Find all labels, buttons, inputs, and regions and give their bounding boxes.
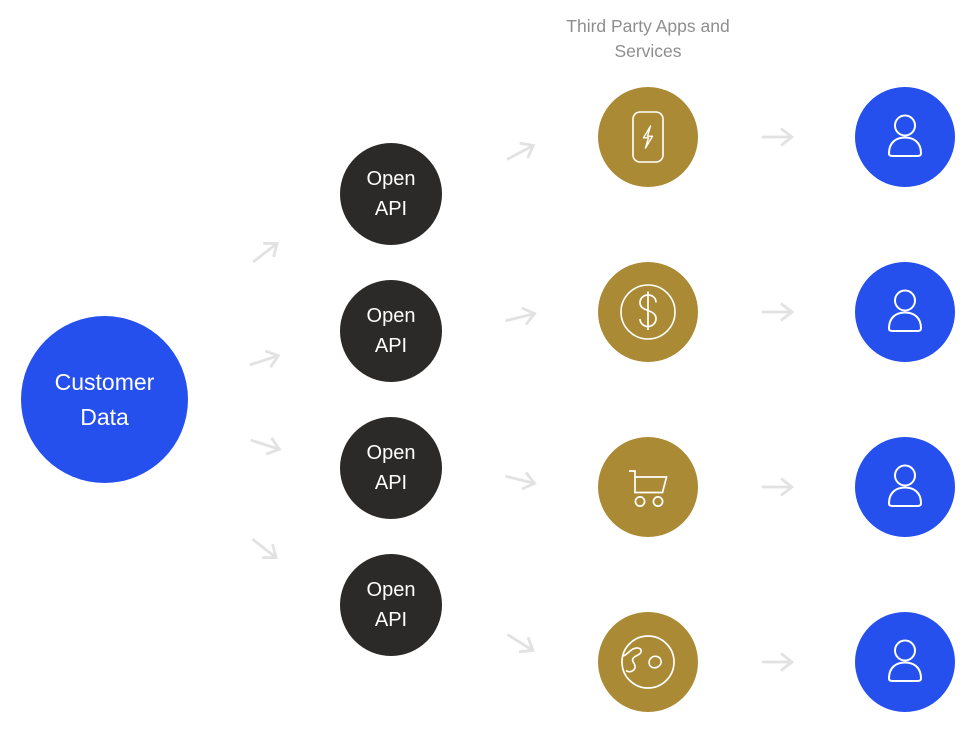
arrow-source-to-api-3-icon <box>250 437 282 456</box>
open-api-node-3: Open API <box>340 417 442 519</box>
arrow-api-to-app-3-icon <box>505 471 537 491</box>
arrow-app-to-user-3-icon <box>762 477 795 497</box>
arrow-source-to-api-1-icon <box>252 241 279 263</box>
arrow-app-to-user-1-icon <box>762 127 795 147</box>
open-api-node-2: Open API <box>340 280 442 382</box>
dollar-circle-icon <box>620 284 676 340</box>
user-node-4 <box>855 612 955 712</box>
user-node-1 <box>855 87 955 187</box>
globe-icon <box>621 635 675 689</box>
mobile-app-node <box>598 87 698 187</box>
phone-charging-icon <box>632 111 664 163</box>
person-icon <box>888 639 922 682</box>
payments-app-node <box>598 262 698 362</box>
arrow-api-to-app-2-icon <box>505 306 537 326</box>
customer-data-node: Customer Data <box>21 316 188 483</box>
web-app-node <box>598 612 698 712</box>
arrow-source-to-api-2-icon <box>249 349 281 368</box>
shopping-app-node <box>598 437 698 537</box>
third-party-apps-header: Third Party Apps and Services <box>566 16 730 62</box>
customer-data-label: Customer Data <box>54 368 155 430</box>
arrow-api-to-app-1-icon <box>506 141 536 161</box>
open-api-label: Open API <box>366 442 416 494</box>
user-node-2 <box>855 262 955 362</box>
person-icon <box>888 114 922 157</box>
arrow-source-to-api-4-icon <box>251 538 278 560</box>
person-icon <box>888 464 922 507</box>
arrow-app-to-user-4-icon <box>762 652 795 672</box>
person-icon <box>888 289 922 332</box>
open-api-label: Open API <box>366 305 416 357</box>
shopping-cart-icon <box>629 470 668 507</box>
open-api-node-4: Open API <box>340 554 442 656</box>
arrow-api-to-app-4-icon <box>506 633 535 654</box>
user-node-3 <box>855 437 955 537</box>
open-api-label: Open API <box>366 168 416 220</box>
open-api-label: Open API <box>366 579 416 631</box>
arrow-app-to-user-2-icon <box>762 302 795 322</box>
open-api-node-1: Open API <box>340 143 442 245</box>
